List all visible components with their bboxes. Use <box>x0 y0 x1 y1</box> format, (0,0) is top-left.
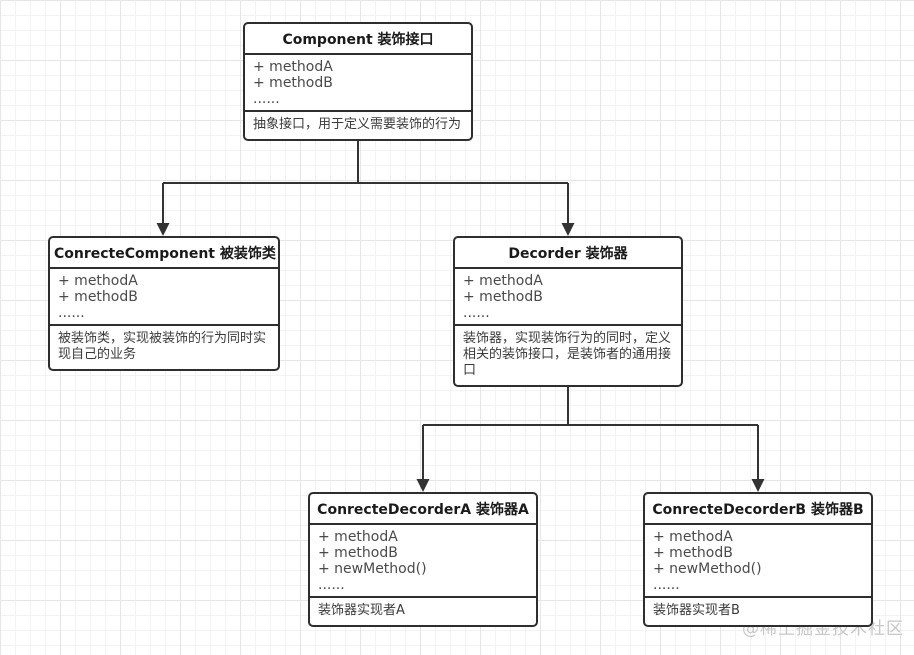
class-note: 被装饰类，实现被装饰的行为同时实现自己的业务 <box>58 331 267 362</box>
method-line: ...... <box>253 91 280 107</box>
class-note: 装饰器实现者B <box>653 603 740 618</box>
method-line: + methodA <box>58 273 138 289</box>
method-line: + newMethod() <box>653 561 762 577</box>
arrowhead-to-decorder-a <box>416 479 430 492</box>
arrowhead-to-decorder-b <box>751 479 765 492</box>
method-line: + methodB <box>253 75 333 91</box>
method-line: + newMethod() <box>318 561 427 577</box>
class-methods: + methodA + methodB ...... <box>245 55 471 112</box>
class-note: 抽象接口，用于定义需要装饰的行为 <box>253 117 462 132</box>
class-box-component: Component 装饰接口 + methodA + methodB .....… <box>243 22 473 141</box>
class-methods: + methodA + methodB ...... <box>50 269 278 326</box>
class-box-decorder: Decorder 装饰器 + methodA + methodB ...... … <box>453 236 683 387</box>
method-line: ...... <box>318 577 345 593</box>
class-title: ConrecteDecorderA 装饰器A <box>310 494 536 525</box>
method-line: + methodB <box>463 289 543 305</box>
class-methods: + methodA + methodB + newMethod() ...... <box>310 525 536 598</box>
class-title: Component 装饰接口 <box>245 24 471 55</box>
method-line: + methodB <box>58 289 138 305</box>
class-note: 装饰器，实现装饰行为的同时，定义相关的装饰接口，是装饰者的通用接口 <box>463 331 672 378</box>
class-box-concrete-decorder-b: ConrecteDecorderB 装饰器B + methodA + metho… <box>643 492 873 627</box>
method-line: + methodA <box>653 529 733 545</box>
class-methods: + methodA + methodB ...... <box>455 269 681 326</box>
class-methods: + methodA + methodB + newMethod() ...... <box>645 525 871 598</box>
method-line: + methodB <box>318 545 398 561</box>
method-line: + methodA <box>463 273 543 289</box>
connector-decorder-children <box>422 350 759 481</box>
class-note: 装饰器实现者A <box>318 603 405 618</box>
method-line: + methodA <box>253 59 333 75</box>
class-title: ConrecteDecorderB 装饰器B <box>645 494 871 525</box>
method-line: ...... <box>653 577 680 593</box>
class-title: ConrecteComponent 被装饰类 <box>50 238 278 269</box>
connector-component-children <box>162 118 569 225</box>
class-box-concrete-decorder-a: ConrecteDecorderA 装饰器A + methodA + metho… <box>308 492 538 627</box>
method-line: ...... <box>58 305 85 321</box>
class-box-concrete-component: ConrecteComponent 被装饰类 + methodA + metho… <box>48 236 280 371</box>
method-line: + methodA <box>318 529 398 545</box>
class-title: Decorder 装饰器 <box>455 238 681 269</box>
arrowhead-to-concrete-component <box>156 223 170 236</box>
arrowhead-to-decorder <box>561 223 575 236</box>
method-line: ...... <box>463 305 490 321</box>
method-line: + methodB <box>653 545 733 561</box>
